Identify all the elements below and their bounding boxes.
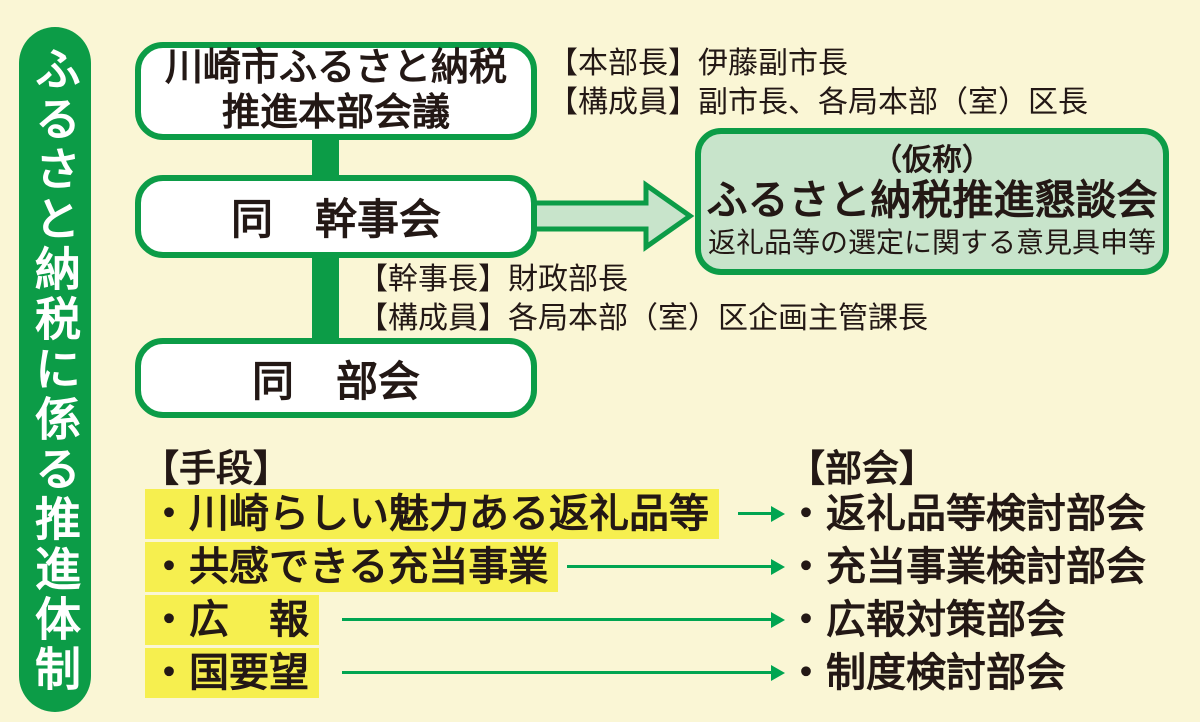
subcommittees-header: 【部会】	[788, 448, 936, 489]
council-subtitle: 返礼品等の選定に関する意見具申等	[707, 226, 1156, 258]
headquarters-box: 川崎市ふるさと納税 推進本部会議	[135, 42, 537, 140]
means-item-3: ・広 報	[145, 595, 319, 645]
headquarters-box-line2: 推進本部会議	[221, 92, 450, 134]
mapping-arrow-icon-3	[342, 618, 771, 621]
mapping-arrow-icon-4	[342, 671, 771, 674]
connector-secretariat-to-subcommittee	[312, 254, 339, 344]
means-header: 【手段】	[142, 448, 290, 489]
headquarters-box-line1: 川崎市ふるさと納税	[164, 47, 507, 90]
connector-head-to-secretariat	[312, 136, 339, 180]
headquarters-note-line1: 【本部長】伊藤副市長	[548, 47, 848, 80]
means-item-4: ・国要望	[145, 648, 319, 698]
subcommittee-item-4: ・制度検討部会	[786, 651, 1066, 695]
vertical-title-bar: ふるさと納税に係る推進体制	[19, 27, 91, 712]
flow-arrow-icon	[531, 180, 695, 252]
secretariat-box: 同 幹事会	[135, 175, 537, 258]
subcommittee-item-3: ・広報対策部会	[786, 598, 1066, 642]
headquarters-note: 【本部長】伊藤副市長 【構成員】副市長、各局本部（室）区長	[548, 44, 1088, 122]
council-pre-title: （仮称）	[872, 143, 992, 177]
secretariat-box-label: 同 幹事会	[230, 196, 441, 243]
secretariat-note: 【幹事長】財政部長 【構成員】各局本部（室）区企画主管課長	[358, 260, 928, 338]
mapping-arrow-icon-1	[738, 512, 771, 515]
diagram-title: ふるさと納税に係る推進体制	[29, 44, 81, 695]
headquarters-note-line2: 【構成員】副市長、各局本部（室）区長	[548, 86, 1088, 119]
mapping-arrow-icon-2	[567, 565, 771, 568]
council-title: ふるさと納税推進懇談会	[706, 176, 1158, 223]
subcommittee-box: 同 部会	[135, 338, 537, 418]
means-item-1: ・川崎らしい魅力ある返礼品等	[145, 489, 719, 539]
subcommittee-item-2: ・充当事業検討部会	[786, 545, 1146, 589]
subcommittee-item-1: ・返礼品等検討部会	[786, 492, 1146, 536]
secretariat-note-line1: 【幹事長】財政部長	[358, 263, 628, 296]
secretariat-note-line2: 【構成員】各局本部（室）区企画主管課長	[358, 302, 928, 335]
subcommittee-box-label: 同 部会	[251, 357, 420, 405]
council-box: （仮称） ふるさと納税推進懇談会 返礼品等の選定に関する意見具申等	[695, 128, 1169, 275]
means-item-2: ・共感できる充当事業	[145, 542, 559, 592]
